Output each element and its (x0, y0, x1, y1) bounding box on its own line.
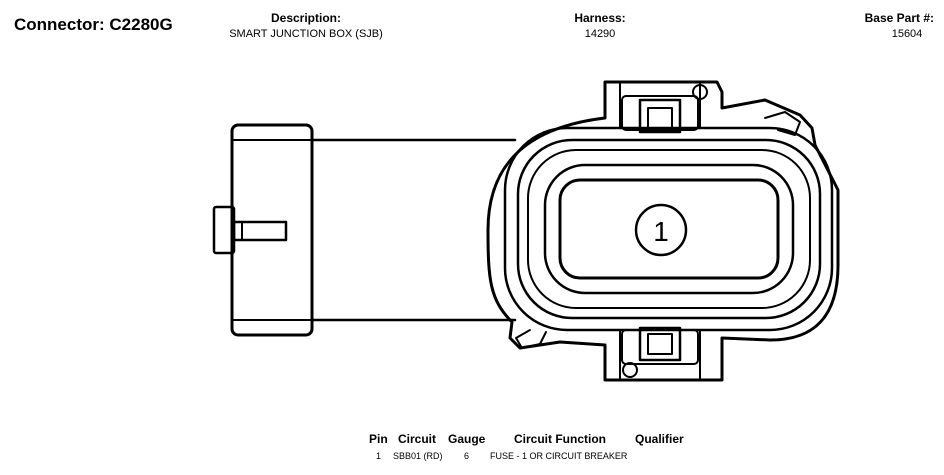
connector-rear-cap (212, 123, 314, 337)
pin-table-header-qualifier: Qualifier (635, 432, 684, 446)
pin-1-label: 1 (653, 216, 669, 247)
description-label: Description: (270, 11, 341, 25)
pin-table-row-gauge: 6 (464, 451, 470, 461)
base-part-column: Base Part #: 15604 (842, 11, 934, 43)
pin-table-row-circuit: SBB01 (RD) (393, 451, 443, 461)
pin-table-header-function: Circuit Function (514, 432, 606, 446)
pin-table-row-function: FUSE - 1 OR CIRCUIT BREAKER (490, 451, 628, 461)
connector-title: Connector: C2280G (14, 15, 173, 34)
pin-1-marker: 1 (634, 203, 688, 257)
base-part-value: 15604 (891, 28, 923, 40)
terminal-cavity (543, 163, 795, 295)
harness-column: Harness: 14290 (540, 11, 660, 43)
connector-shell (486, 80, 840, 382)
description-value: SMART JUNCTION BOX (SJB) (229, 28, 383, 40)
pin-table-header-pin: Pin (369, 432, 388, 446)
pin-table-header-gauge: Gauge (448, 432, 486, 446)
pin-table-header-circuit: Circuit (398, 432, 437, 446)
harness-label: Harness: (574, 11, 626, 25)
connector-body (310, 138, 517, 322)
harness-value: 14290 (584, 28, 616, 40)
description-column: Description: SMART JUNCTION BOX (SJB) (186, 11, 426, 43)
pin-table-row-pin: 1 (376, 451, 382, 461)
base-part-label: Base Part #: (864, 11, 934, 25)
